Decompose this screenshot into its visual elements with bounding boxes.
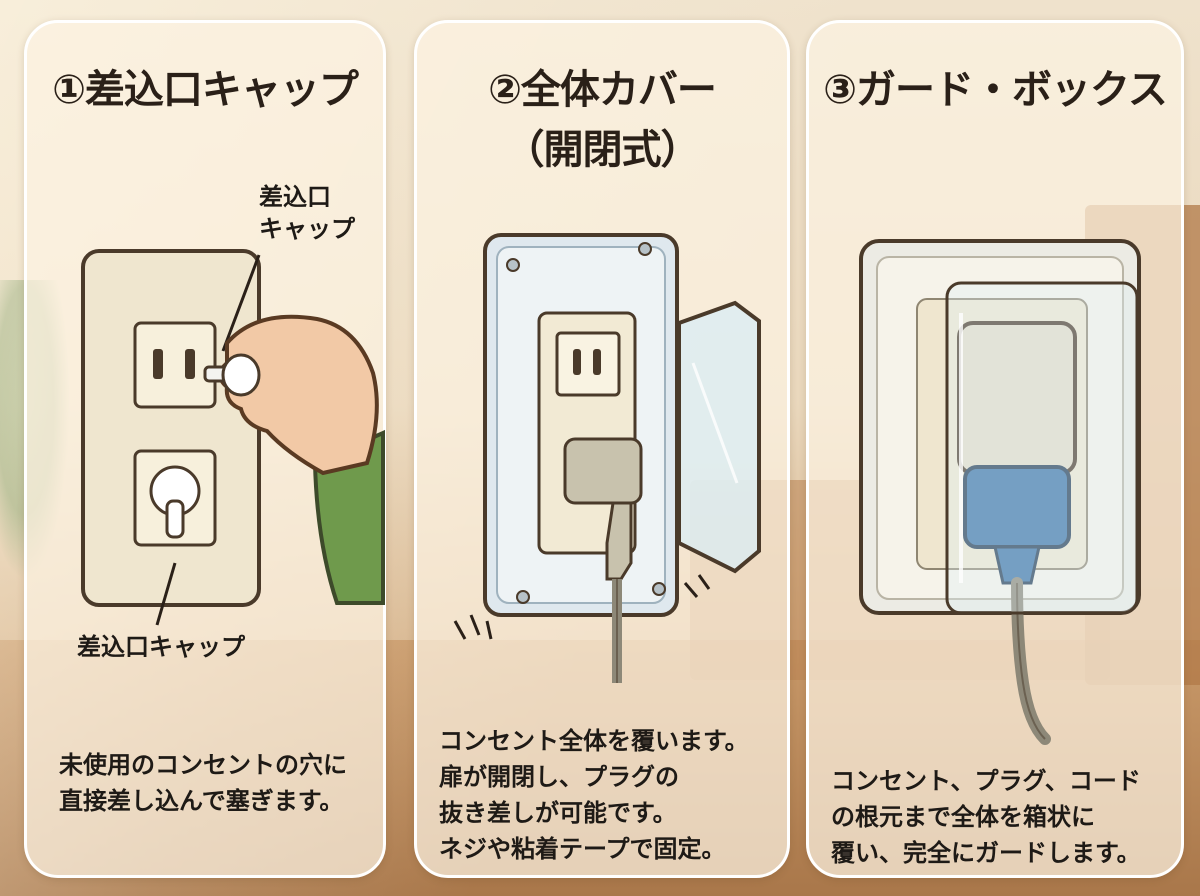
panel-3-title: ③ガード・ボックス [823, 67, 1168, 113]
panel-1-title: ①差込口キャップ [52, 67, 359, 113]
panel-guard-box: ③ガード・ボックス コンセント、プラグ、コード の根元まで全体を箱状に 覆い、完… [806, 20, 1184, 878]
guard-box-icon [859, 239, 1141, 745]
panel-2-title-line2: （開閉式） [504, 127, 701, 173]
callout-top-label: 差込口 キャップ [259, 183, 355, 243]
panel-2-description: コンセント全体を覆います。 扉が開閉し、プラグの 抜き差しが可能です。 ネジや粘… [439, 727, 749, 863]
panel-full-cover: ②全体カバー （開閉式） コンセント全体を覆います。 扉が開閉し、プラグの 抜き… [414, 20, 790, 878]
panel-outlet-cap: ①差込口キャップ 差込口 キャップ 差込口キャップ 未使用のコンセントの穴に 直… [24, 20, 386, 878]
panel-1-description: 未使用のコンセントの穴に 直接差し込んで塞ぎます。 [59, 751, 347, 815]
panel-2-title-line1: ②全体カバー [488, 67, 717, 113]
hand-icon [203, 314, 385, 605]
outlet-cap-icon [81, 249, 261, 626]
hinged-cover-icon [453, 233, 761, 683]
panel-3-description: コンセント、プラグ、コード の根元まで全体を箱状に 覆い、完全にガードします。 [831, 767, 1141, 867]
callout-bottom-label: 差込口キャップ [77, 633, 245, 661]
